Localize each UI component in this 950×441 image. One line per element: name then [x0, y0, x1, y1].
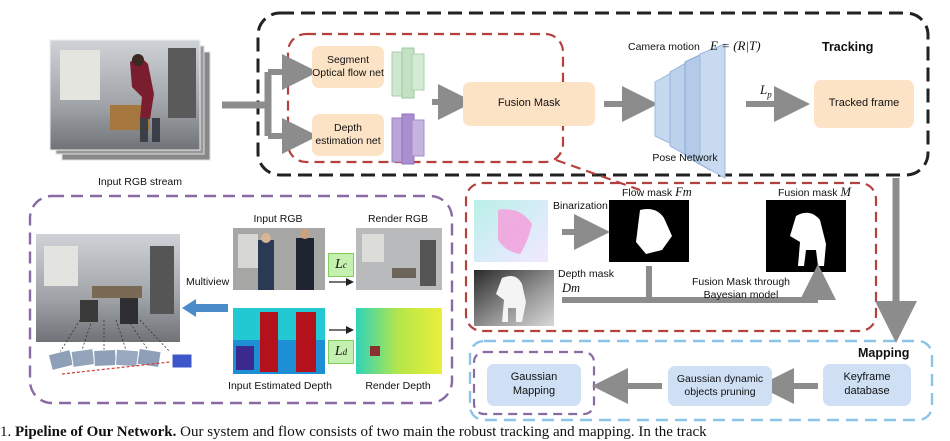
flow-mask-symbol: Fm	[675, 185, 692, 199]
multiview-arrowhead	[182, 299, 196, 317]
loss-depth-subscript: d	[342, 347, 348, 357]
fusion-mask-box: Fusion Mask	[463, 82, 595, 126]
tracking-region	[256, 11, 930, 177]
caption-bold: Pipeline of Our Network.	[15, 424, 177, 440]
caption-prefix: 1.	[0, 424, 12, 440]
loss-color-symbol: L	[335, 257, 343, 272]
segment-net-layers	[391, 47, 425, 99]
fusion-mask-text: Fusion mask	[778, 187, 838, 199]
input-rgb-stack	[49, 39, 211, 161]
caption-text: Our system and flow consists of two main…	[180, 424, 707, 440]
depth-mask-label: Depth mask	[558, 268, 615, 280]
multiview-label: Multiview	[186, 276, 230, 288]
loss-pose: Lp	[760, 82, 772, 100]
optical-flow-image	[474, 200, 548, 262]
input-stream-label: Input RGB stream	[97, 176, 183, 188]
input-depth-image	[233, 308, 325, 374]
loss-pose-subscript: p	[767, 89, 772, 100]
camera-motion-equation: E = (R|T)	[710, 38, 761, 53]
pose-network-layers	[654, 43, 726, 179]
mapping-region	[468, 339, 934, 422]
render-depth-image	[356, 308, 442, 374]
flow-mask-text: Flow mask	[622, 187, 673, 199]
flow-mask-image	[609, 200, 689, 262]
render-rgb-image	[356, 228, 442, 290]
input-rgb-image	[233, 228, 325, 290]
bayesian-fusion-arrow	[562, 264, 836, 303]
camera-thumbnails	[47, 347, 193, 375]
depth-net-layers	[391, 113, 425, 165]
multiview-render-image	[36, 234, 180, 342]
tracking-title: Tracking	[822, 40, 874, 54]
camera-frustums	[59, 319, 171, 353]
input-rgb-label: Input RGB	[253, 213, 303, 225]
tracked-frame-box: Tracked frame	[814, 80, 914, 128]
flow-mask-label: Flow mask Fm	[622, 185, 692, 200]
segment-optical-flow-net: Segment Optical flow net	[312, 46, 384, 88]
loss-color-subscript: c	[342, 260, 347, 270]
input-depth-label: Input Estimated Depth	[228, 380, 332, 392]
render-rgb-label: Render RGB	[367, 213, 429, 225]
bayesian-label: Fusion Mask through Bayesian model	[691, 276, 791, 302]
gaussian-mapping-box: Gaussian Mapping	[487, 364, 581, 406]
loss-depth-symbol: L	[334, 344, 343, 359]
pose-network-label: Pose Network	[652, 152, 718, 164]
mapping-title: Mapping	[858, 346, 910, 360]
depth-mask-image	[474, 270, 554, 326]
render-depth-label: Render Depth	[365, 380, 431, 392]
keyframe-database-box: Keyframe database	[823, 364, 911, 406]
fusion-mask-symbol: M	[840, 185, 851, 199]
gaussian-pruning-box: Gaussian dynamic objects pruning	[668, 366, 772, 406]
binarization-label: Binarization	[553, 200, 608, 212]
rendering-region	[28, 194, 454, 405]
depth-estimation-net: Depth estimation net	[312, 114, 384, 156]
fusion-mask-label: Fusion mask M	[778, 185, 851, 200]
camera-motion-label: Camera motion	[628, 41, 700, 53]
loss-pose-symbol: L	[760, 82, 768, 97]
stream-split-arrow	[222, 54, 318, 154]
depth-mask-symbol: Dm	[562, 281, 581, 295]
figure-caption: 1. Pipeline of Our Network. Our system a…	[0, 424, 707, 441]
fusion-mask-image	[766, 200, 846, 272]
